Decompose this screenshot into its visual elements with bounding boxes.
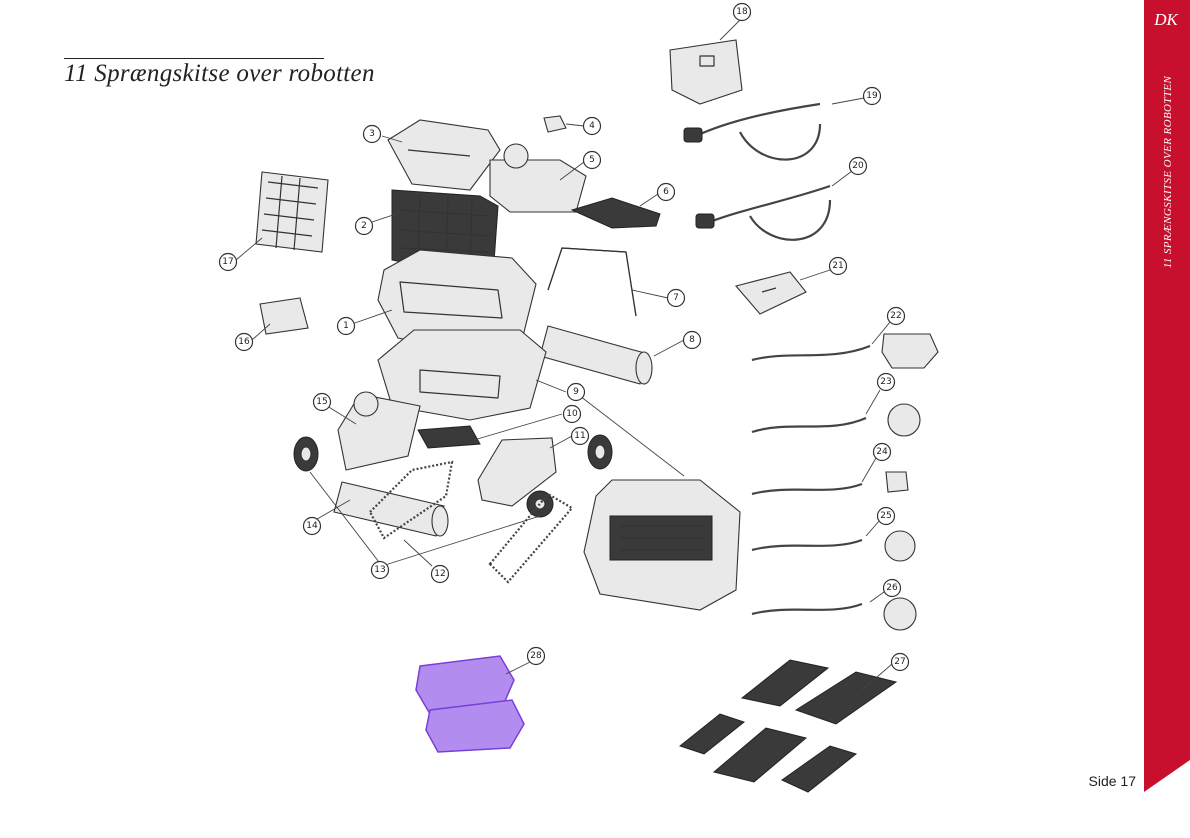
roller-part bbox=[540, 326, 652, 384]
highlighted-pads-part bbox=[416, 656, 524, 752]
svg-text:22: 22 bbox=[890, 311, 901, 321]
callout-21: 21 bbox=[830, 258, 847, 275]
svg-text:18: 18 bbox=[736, 7, 748, 17]
filter-panel-part bbox=[256, 172, 328, 252]
plate-part bbox=[418, 426, 480, 448]
svg-text:19: 19 bbox=[866, 91, 878, 101]
callout-23: 23 bbox=[878, 374, 895, 391]
power-cord-26-part bbox=[752, 598, 916, 630]
svg-text:10: 10 bbox=[566, 409, 578, 419]
callout-1: 1 bbox=[338, 318, 355, 335]
svg-text:3: 3 bbox=[369, 129, 375, 139]
svg-text:1: 1 bbox=[343, 321, 349, 331]
callout-24: 24 bbox=[874, 444, 891, 461]
impeller-part bbox=[572, 198, 660, 228]
power-cord-24-part bbox=[752, 472, 908, 494]
callout-25: 25 bbox=[878, 508, 895, 525]
svg-text:11: 11 bbox=[574, 431, 585, 441]
callout-13: 13 bbox=[372, 562, 389, 579]
callout-26: 26 bbox=[884, 580, 901, 597]
callout-14: 14 bbox=[304, 518, 321, 535]
brush-roller-part bbox=[334, 482, 448, 536]
callout-7: 7 bbox=[668, 290, 685, 307]
wheel-right-part bbox=[588, 435, 612, 469]
callout-5: 5 bbox=[584, 152, 601, 169]
bottom-base-part bbox=[584, 480, 740, 610]
svg-text:24: 24 bbox=[876, 447, 888, 457]
svg-text:5: 5 bbox=[589, 155, 595, 165]
callout-27: 27 bbox=[892, 654, 909, 671]
callout-11: 11 bbox=[572, 428, 589, 445]
wheel-left-part bbox=[294, 437, 318, 471]
callout-20: 20 bbox=[850, 158, 867, 175]
power-cord-22-part bbox=[752, 334, 938, 368]
cable-19-part bbox=[684, 104, 820, 160]
brush-set-part bbox=[680, 660, 896, 792]
svg-text:16: 16 bbox=[238, 337, 250, 347]
callout-3: 3 bbox=[364, 126, 381, 143]
callout-8: 8 bbox=[684, 332, 701, 349]
svg-text:25: 25 bbox=[880, 511, 891, 521]
svg-text:9: 9 bbox=[573, 387, 579, 397]
language-tag: DK bbox=[1146, 10, 1186, 30]
svg-text:17: 17 bbox=[222, 257, 233, 267]
callout-19: 19 bbox=[864, 88, 881, 105]
small-block-part bbox=[260, 298, 308, 334]
callout-10: 10 bbox=[564, 406, 581, 423]
section-side-label: 11 SPRÆNGSKITSE OVER ROBOTTEN bbox=[1162, 76, 1174, 269]
svg-text:13: 13 bbox=[374, 565, 385, 575]
power-cord-25-part bbox=[752, 531, 915, 561]
power-supply-part bbox=[670, 40, 742, 104]
svg-text:26: 26 bbox=[886, 583, 898, 593]
callout-15: 15 bbox=[314, 394, 331, 411]
callout-16: 16 bbox=[236, 334, 253, 351]
svg-text:6: 6 bbox=[663, 187, 669, 197]
handle-part bbox=[548, 248, 636, 316]
callout-28: 28 bbox=[528, 648, 545, 665]
callout-17: 17 bbox=[220, 254, 237, 271]
svg-text:28: 28 bbox=[530, 651, 542, 661]
top-cover-part bbox=[388, 120, 500, 190]
svg-text:23: 23 bbox=[880, 377, 891, 387]
callout-4: 4 bbox=[584, 118, 601, 135]
svg-text:7: 7 bbox=[673, 293, 679, 303]
cable-20-part bbox=[696, 186, 830, 240]
svg-text:27: 27 bbox=[894, 657, 905, 667]
motor-unit-part bbox=[490, 116, 586, 212]
svg-text:15: 15 bbox=[316, 397, 327, 407]
callout-6: 6 bbox=[658, 184, 675, 201]
svg-text:14: 14 bbox=[306, 521, 318, 531]
svg-text:20: 20 bbox=[852, 161, 864, 171]
power-cord-23-part bbox=[752, 404, 920, 436]
svg-text:2: 2 bbox=[361, 221, 367, 231]
svg-text:8: 8 bbox=[689, 335, 695, 345]
callout-22: 22 bbox=[888, 308, 905, 325]
side-plate-left-part bbox=[338, 392, 420, 470]
callout-9: 9 bbox=[568, 384, 585, 401]
callout-18: 18 bbox=[734, 4, 751, 21]
callout-2: 2 bbox=[356, 218, 373, 235]
svg-text:4: 4 bbox=[589, 121, 595, 131]
exploded-view-diagram: 1 2 3 4 5 6 7 8 9 10 11 12 13 14 15 16 1… bbox=[0, 0, 1140, 838]
swivel-part bbox=[736, 272, 806, 314]
callout-12: 12 bbox=[432, 566, 449, 583]
svg-text:12: 12 bbox=[434, 569, 445, 579]
svg-text:21: 21 bbox=[832, 261, 843, 271]
